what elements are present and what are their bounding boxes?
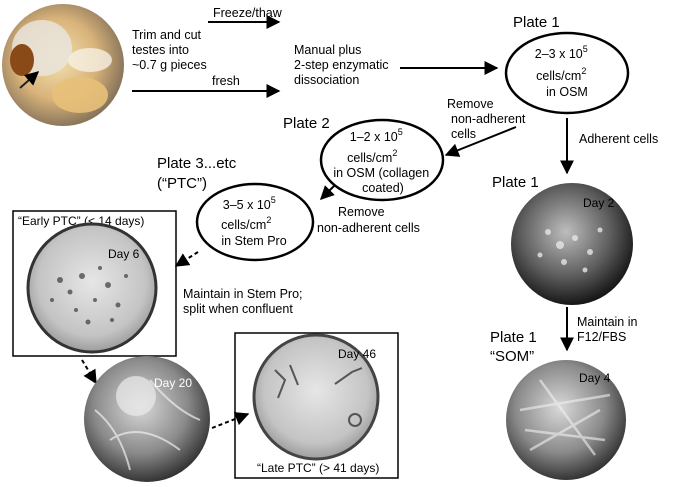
plate1-day2-title: Plate 1 (492, 174, 539, 191)
plate2-title: Plate 2 (283, 115, 330, 132)
dissociation-text: Manual plus 2-step enzymatic dissociatio… (294, 43, 392, 87)
plate3-title: Plate 3...etc (“PTC”) (157, 155, 240, 192)
plate1-title: Plate 1 (513, 14, 560, 31)
remove-nonadherent-text-1: Remove non-adherent cells (447, 97, 529, 141)
plate1-text: 2–3 x 105 cells/cm2 in OSM (535, 41, 591, 99)
to-early-ptc-arrow (174, 251, 199, 267)
plate1-som-title: Plate 1 “SOM” (490, 329, 541, 365)
freeze-thaw-label: Freeze/thaw (213, 6, 283, 20)
day4-label: Day 4 (579, 371, 611, 385)
testis-tissue-photo (2, 4, 124, 126)
day46-label: Day 46 (338, 347, 376, 361)
maintain-f12-text: Maintain in F12/FBS (577, 315, 641, 344)
day46-micrograph: Day 46 (252, 333, 380, 461)
plate3-oval (195, 182, 315, 262)
day2-micrograph: Day 2 (511, 183, 633, 305)
late-ptc-frame (234, 332, 399, 479)
early-ptc-label: “Early PTC” (< 14 days) (18, 214, 144, 228)
remove-nonadherent-text-2: Remove non-adherent cells (317, 205, 420, 235)
early-ptc-frame (12, 210, 177, 357)
plate2-oval (319, 118, 445, 202)
to-plate3-arrow (320, 184, 336, 200)
late-ptc-label: “Late PTC” (> 41 days) (257, 461, 379, 475)
to-plate2-arrow (444, 126, 517, 157)
day4-micrograph: Day 4 (506, 360, 626, 480)
plate2-text: 1–2 x 105 cells/cm2 in OSM (collagen coa… (333, 124, 432, 195)
day6-label: Day 6 (108, 247, 140, 261)
day20-micrograph: Day 20 (84, 356, 210, 482)
maintain-stempro-text: Maintain in Stem Pro; split when conflue… (183, 287, 306, 316)
to-day46-arrow (211, 412, 250, 429)
day2-label: Day 2 (583, 196, 615, 210)
plate1-oval (504, 31, 630, 115)
to-day20-arrow (81, 359, 97, 385)
trim-text: Trim and cut testes into ~0.7 g pieces (132, 28, 207, 72)
plate3-text: 3–5 x 105 cells/cm2 in Stem Pro (221, 192, 287, 248)
adherent-cells-label: Adherent cells (579, 132, 658, 146)
day6-micrograph: Day 6 (26, 222, 158, 354)
day20-label: Day 20 (154, 376, 192, 390)
fresh-label: fresh (212, 74, 240, 88)
